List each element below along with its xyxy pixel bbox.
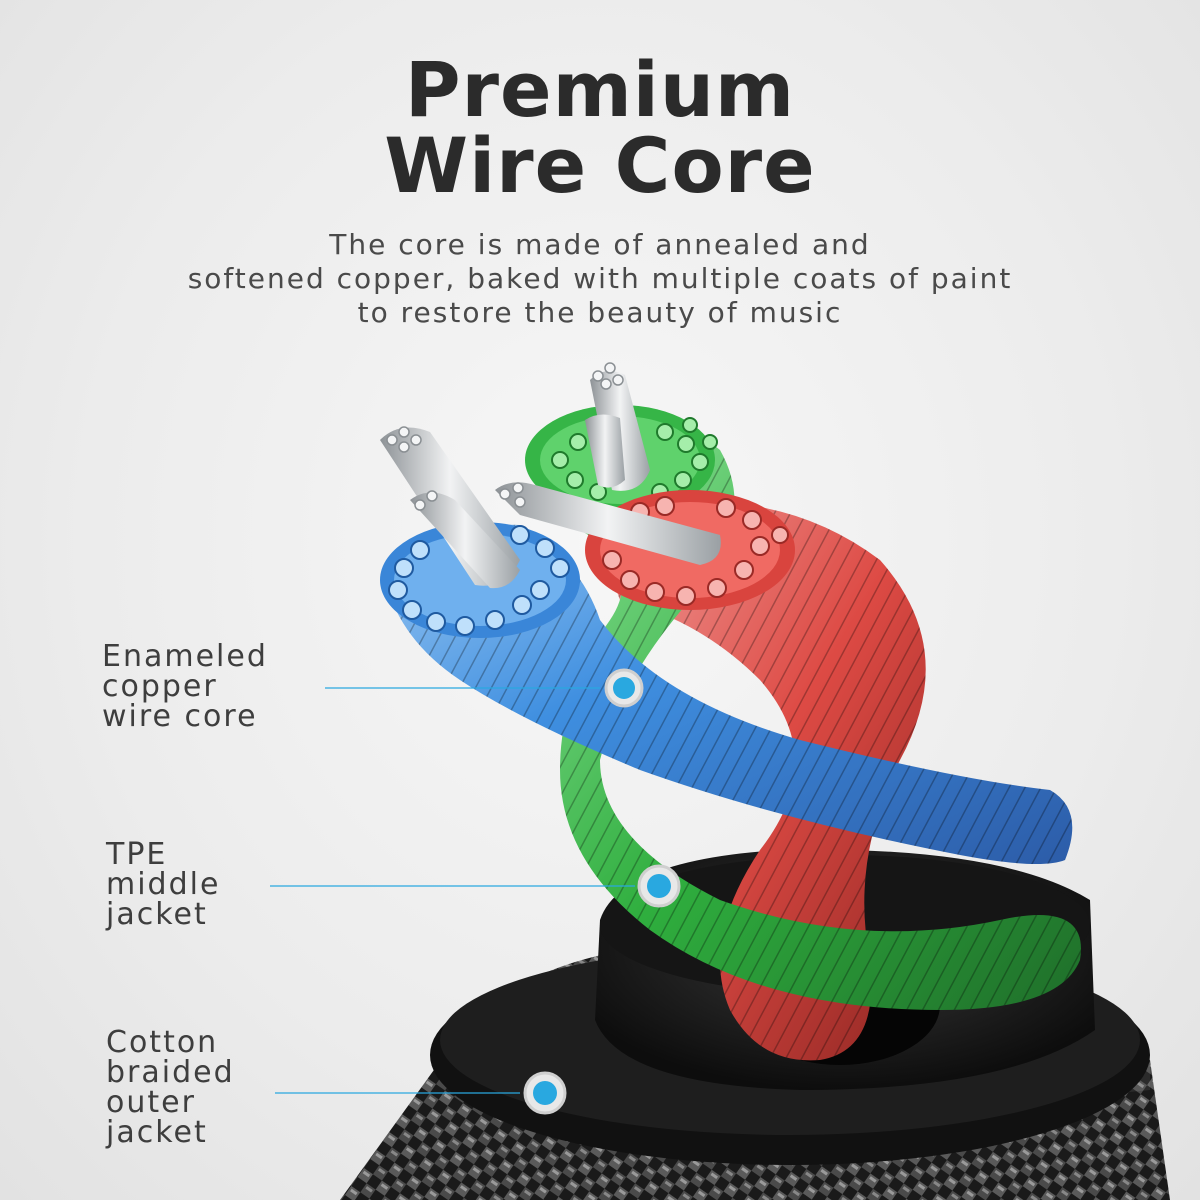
callout-2-line-3: jacket	[106, 897, 208, 932]
callout-2-line-1: TPE	[106, 837, 168, 872]
callout-2-line-2: middle	[106, 867, 221, 902]
description-line-1: The core is made of annealed and	[329, 228, 871, 261]
callout-1-line-2: copper	[102, 669, 218, 704]
callout-label-braided-jacket: Cotton braided outer jacket	[106, 1028, 235, 1148]
callout-label-tpe-jacket: TPE middle jacket	[106, 840, 220, 930]
callout-3-line-3: outer	[106, 1085, 196, 1120]
callout-3-line-4: jacket	[106, 1115, 208, 1150]
callout-1-line-3: wire core	[102, 699, 258, 734]
callout-label-enameled-core: Enameled copper wire core	[102, 642, 268, 732]
title-line-1: Premium	[404, 45, 796, 134]
callout-3-line-1: Cotton	[106, 1025, 219, 1060]
title-line-2: Wire Core	[384, 121, 816, 210]
callout-3-line-2: braided	[106, 1055, 235, 1090]
description-line-3: to restore the beauty of music	[357, 296, 843, 329]
description-line-2: softened copper, baked with multiple coa…	[187, 262, 1013, 295]
callout-1-line-1: Enameled	[102, 639, 268, 674]
description-text: The core is made of annealed and softene…	[0, 228, 1200, 330]
page-title: Premium Wire Core	[0, 52, 1200, 204]
silver-strand-bundle-2	[495, 482, 721, 565]
